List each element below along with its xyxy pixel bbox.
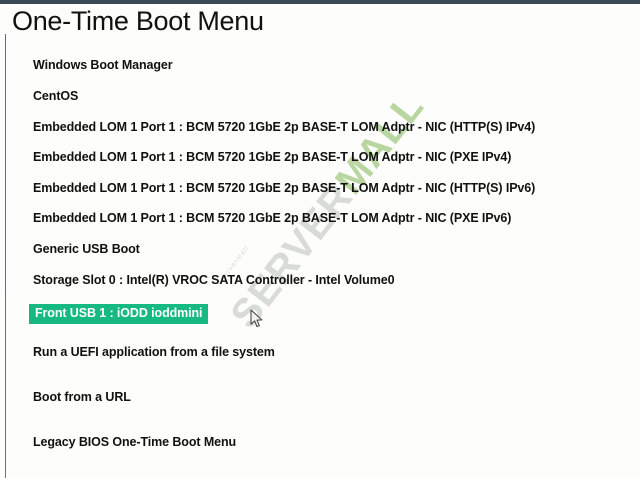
boot-options-list: Windows Boot Manager CentOS Embedded LOM… (29, 58, 633, 466)
boot-option-generic-usb-boot[interactable]: Generic USB Boot (33, 242, 140, 256)
left-edge-rule-lower (5, 295, 6, 478)
boot-option-legacy-bios-one-time-boot-menu[interactable]: Legacy BIOS One-Time Boot Menu (33, 435, 237, 449)
boot-option-boot-from-url[interactable]: Boot from a URL (33, 390, 131, 404)
boot-option-storage-slot-0[interactable]: Storage Slot 0 : Intel(R) VROC SATA Cont… (33, 273, 395, 287)
left-edge-rule-upper (5, 34, 6, 295)
boot-option-lom-http-ipv4[interactable]: Embedded LOM 1 Port 1 : BCM 5720 1GbE 2p… (33, 120, 536, 134)
boot-option-centos[interactable]: CentOS (33, 89, 79, 103)
list-spacer (33, 376, 633, 390)
boot-option-lom-pxe-ipv4[interactable]: Embedded LOM 1 Port 1 : BCM 5720 1GbE 2p… (33, 150, 512, 164)
boot-option-front-usb-1-selected[interactable]: Front USB 1 : iODD ioddmini (29, 304, 209, 324)
boot-option-lom-pxe-ipv6[interactable]: Embedded LOM 1 Port 1 : BCM 5720 1GbE 2p… (33, 211, 512, 225)
boot-option-lom-http-ipv6[interactable]: Embedded LOM 1 Port 1 : BCM 5720 1GbE 2p… (33, 181, 536, 195)
boot-option-windows-boot-manager[interactable]: Windows Boot Manager (33, 58, 173, 72)
top-accent-bar (0, 0, 640, 4)
list-spacer (33, 421, 633, 435)
boot-option-run-uefi-application[interactable]: Run a UEFI application from a file syste… (33, 345, 275, 359)
page-title: One-Time Boot Menu (12, 6, 264, 36)
